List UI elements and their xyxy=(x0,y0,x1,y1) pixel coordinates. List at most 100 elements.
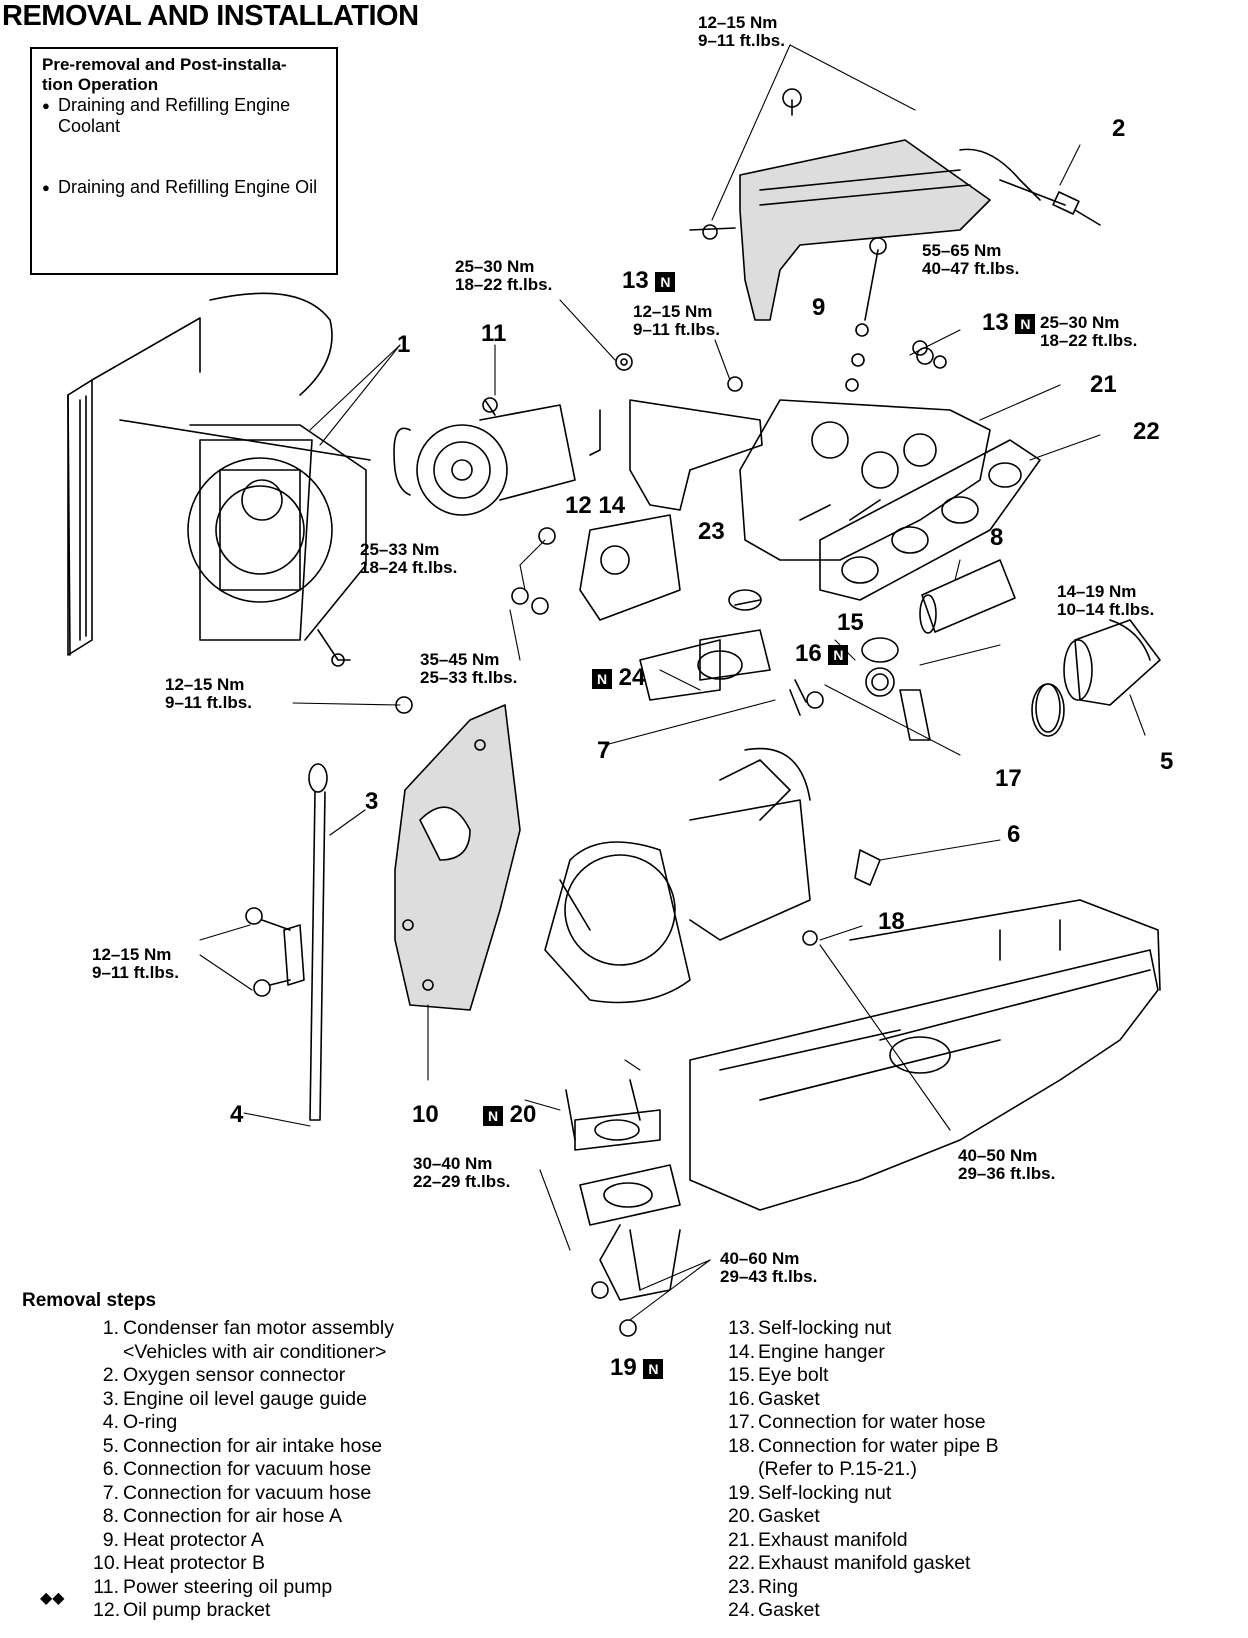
torque-label-pump-bracket: 25–33 Nm 18–24 ft.lbs. xyxy=(360,541,457,577)
torque-nm: 25–30 Nm xyxy=(455,257,535,276)
callout-13-number: 13 xyxy=(982,309,1009,336)
torque-nm: 55–65 Nm xyxy=(922,241,1002,260)
callout-22: 22 xyxy=(1133,418,1160,445)
torque-label-pump-bolt: 35–45 Nm 25–33 ft.lbs. xyxy=(420,651,517,687)
callout-24-number: 24 xyxy=(618,664,646,691)
step-number: 24. xyxy=(728,1599,756,1621)
new-part-icon: N xyxy=(655,271,676,292)
removal-step: 11.Power steering oil pump xyxy=(93,1576,394,1600)
step-11-mark-icon: ◆◆ xyxy=(40,1590,65,1607)
callout-7: 7 xyxy=(597,737,611,764)
removal-step: 15.Eye bolt xyxy=(728,1364,999,1388)
torque-ftlb: 40–47 ft.lbs. xyxy=(922,259,1020,278)
pre-removal-heading-1: Pre-removal and Post-installa- xyxy=(42,55,287,74)
step-number: 15. xyxy=(728,1364,756,1386)
removal-step: 23.Ring xyxy=(728,1576,999,1600)
torque-nm: 12–15 Nm xyxy=(165,675,245,694)
step-text: Exhaust manifold gasket xyxy=(758,1552,971,1574)
oil-level-gauge-guide xyxy=(245,763,328,1121)
callout-18: 18 xyxy=(878,908,905,935)
torque-nm: 25–33 Nm xyxy=(360,540,440,559)
removal-steps-left: 1.Condenser fan motor assembly<Vehicles … xyxy=(93,1317,394,1623)
torque-ftlb: 10–14 ft.lbs. xyxy=(1057,600,1155,619)
pump-bracket xyxy=(579,399,763,621)
new-part-icon: N xyxy=(828,644,849,665)
removal-step: (Refer to P.15-21.) xyxy=(728,1458,999,1482)
air-intake-hose xyxy=(1035,619,1161,733)
step-number: 19. xyxy=(728,1481,756,1504)
torque-nm: 12–15 Nm xyxy=(698,13,778,32)
new-part-icon: N xyxy=(483,1105,503,1126)
step-number: 23. xyxy=(728,1575,756,1598)
removal-step: 8.Connection for air hose A xyxy=(93,1505,394,1529)
torque-nm: 12–15 Nm xyxy=(633,302,713,321)
torque-label-water-pipe: 40–50 Nm 29–36 ft.lbs. xyxy=(958,1147,1055,1183)
step-number: 21. xyxy=(728,1528,756,1551)
pre-removal-item-coolant: Draining and Refilling Engine Coolant xyxy=(42,95,330,137)
torque-label-hanger-bolt: 12–15 Nm 9–11 ft.lbs. xyxy=(633,303,720,339)
removal-step: 16.Gasket xyxy=(728,1388,999,1412)
torque-ftlb: 18–22 ft.lbs. xyxy=(455,275,553,294)
callout-9: 9 xyxy=(812,294,826,321)
removal-step: 6.Connection for vacuum hose xyxy=(93,1458,394,1482)
step-number: 7. xyxy=(102,1481,119,1504)
torque-ftlb: 9–11 ft.lbs. xyxy=(698,31,785,50)
removal-step: 3.Engine oil level gauge guide xyxy=(93,1388,394,1412)
callout-17: 17 xyxy=(995,765,1022,792)
step-text: Gasket xyxy=(758,1599,820,1621)
heat-protector-a xyxy=(689,88,1041,321)
oxygen-sensor xyxy=(999,179,1101,226)
exhaust-manifold-gasket xyxy=(819,439,1041,601)
callout-19-number: 19 xyxy=(610,1354,637,1381)
step-text: Eye bolt xyxy=(758,1364,829,1386)
step-text: Engine hanger xyxy=(758,1340,885,1363)
step-number: 12. xyxy=(93,1599,121,1621)
step-number: 13. xyxy=(728,1317,756,1339)
new-part-icon: N xyxy=(1015,313,1036,334)
page-title: REMOVAL AND INSTALLATION xyxy=(2,0,419,32)
callout-5: 5 xyxy=(1160,748,1174,775)
engine-head xyxy=(689,899,1161,1211)
step-number: 3. xyxy=(102,1387,119,1410)
callout-3: 3 xyxy=(365,788,379,815)
step-text: Oxygen sensor connector xyxy=(123,1364,346,1386)
callout-4: 4 xyxy=(230,1101,244,1128)
torque-label-exhaust-nut: 40–60 Nm 29–43 ft.lbs. xyxy=(720,1250,817,1286)
removal-step: 13.Self-locking nut xyxy=(728,1317,999,1341)
turbocharger xyxy=(544,599,811,1004)
torque-nm: 35–45 Nm xyxy=(420,650,500,669)
torque-ftlb: 29–43 ft.lbs. xyxy=(720,1267,818,1286)
torque-ftlb: 9–11 ft.lbs. xyxy=(165,693,252,712)
step-text: Connection for vacuum hose xyxy=(123,1481,372,1504)
removal-step: 9.Heat protector A xyxy=(93,1529,394,1553)
manifold-studs xyxy=(845,237,947,392)
removal-step: 4.O-ring xyxy=(93,1411,394,1435)
torque-ftlb: 9–11 ft.lbs. xyxy=(633,320,720,339)
removal-step: 21.Exhaust manifold xyxy=(728,1529,999,1553)
callout-13-number: 13 xyxy=(622,267,649,294)
step-number: 5. xyxy=(102,1434,119,1457)
pre-removal-box: Pre-removal and Post-installa- tion Oper… xyxy=(30,47,338,275)
removal-step: 14.Engine hanger xyxy=(728,1341,999,1365)
step-text: Exhaust manifold xyxy=(758,1528,908,1551)
removal-step: 5.Connection for air intake hose xyxy=(93,1435,394,1459)
step-number: 6. xyxy=(102,1458,119,1480)
callout-13-upper: 13 N xyxy=(622,267,676,294)
callout-12-14: 12 14 xyxy=(565,492,626,519)
callout-16-number: 16 xyxy=(795,640,822,667)
step-text: Heat protector B xyxy=(123,1552,265,1574)
torque-nm: 14–19 Nm xyxy=(1057,582,1137,601)
callout-20-number: 20 xyxy=(509,1101,537,1128)
step-text: Heat protector A xyxy=(123,1528,264,1551)
torque-ftlb: 9–11 ft.lbs. xyxy=(92,963,179,982)
step-text: Engine oil level gauge guide xyxy=(123,1387,367,1410)
step-number: 10. xyxy=(93,1552,121,1574)
new-part-icon: N xyxy=(592,668,612,689)
removal-step: 12.Oil pump bracket xyxy=(93,1599,394,1623)
torque-nm: 12–15 Nm xyxy=(92,945,172,964)
heat-protector-b xyxy=(394,704,521,1011)
callout-15: 15 xyxy=(837,609,864,636)
callout-11: 11 xyxy=(481,320,507,347)
torque-ftlb: 22–29 ft.lbs. xyxy=(413,1172,511,1191)
